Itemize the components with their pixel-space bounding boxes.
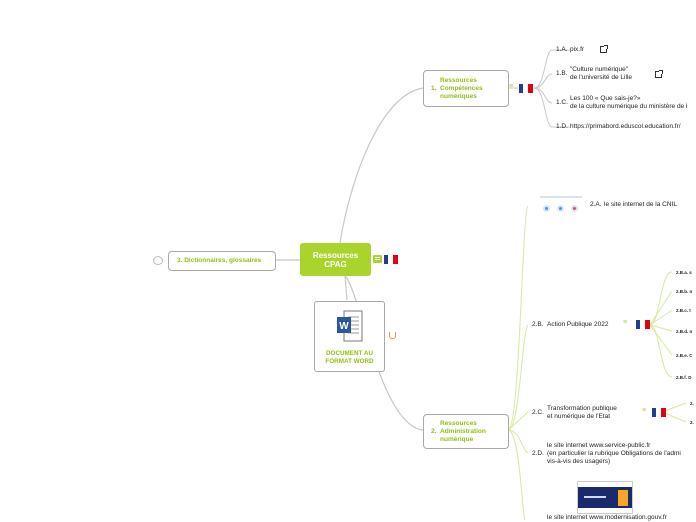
- sub-2be[interactable]: 2.B.e. C: [676, 353, 693, 358]
- branch-competences-line2: Compétences: [440, 85, 483, 93]
- collapse-toggle-icon[interactable]: [153, 256, 163, 265]
- branch-dictionnaires-label: 3. Dictionnaires, glossaires: [177, 257, 261, 265]
- word-document-node[interactable]: W DOCUMENT AU FORMAT WORD: [314, 301, 385, 372]
- item-2b-label[interactable]: Action Publique 2022: [547, 321, 608, 329]
- sub-2c-2[interactable]: 2.: [690, 420, 694, 425]
- item-2d-num: 2.D.: [532, 450, 544, 458]
- item-2d-line2: (en particulier la rubrique Obligations …: [547, 450, 681, 458]
- cnil-thumbnail-image: [540, 196, 582, 218]
- word-doc-label-line1: DOCUMENT AU: [315, 350, 384, 358]
- item-1b-num: 1.B.: [556, 70, 568, 78]
- note-icon[interactable]: [373, 255, 382, 263]
- item-1b-line1: "Culture numérique": [570, 66, 628, 74]
- branch-administration[interactable]: Ressources 2. Administration numérique: [423, 414, 509, 449]
- item-2c-num: 2.C.: [532, 409, 544, 417]
- word-icon: W: [336, 310, 364, 342]
- item-2a-num: 2.A.: [590, 201, 602, 209]
- modernisation-thumbnail-image: [577, 481, 633, 514]
- item-1d-link[interactable]: https://primabord.eduscol.education.fr/: [570, 123, 681, 131]
- item-1c-num: 1.C.: [556, 99, 568, 107]
- branch-competences-num: 1.: [431, 85, 436, 93]
- french-flag-icon: [636, 320, 650, 329]
- item-2a-label[interactable]: le site internet de la CNIL: [604, 201, 677, 209]
- branch-administration-line2: Administration: [440, 428, 486, 436]
- attachment-icon[interactable]: [389, 332, 396, 339]
- branch-competences[interactable]: Ressources 1. Compétences numériques: [423, 70, 509, 107]
- list-icon: ≡: [642, 409, 652, 412]
- link-root-word: [345, 276, 347, 300]
- french-flag-icon: [519, 84, 533, 93]
- sub-2ba[interactable]: 2.B.a. s: [676, 270, 692, 275]
- external-link-icon[interactable]: [600, 46, 607, 53]
- french-flag-icon: [384, 255, 398, 264]
- item-1c-line1: Les 100 « Que sais-je?»: [570, 95, 640, 103]
- list-icon: ≡: [623, 321, 633, 324]
- root-title-line2: CPAG: [324, 260, 347, 269]
- branch-dictionnaires[interactable]: 3. Dictionnaires, glossaires: [168, 251, 276, 271]
- item-1b-line2: de l'université de Lille: [570, 74, 632, 82]
- branch-administration-line3: numérique: [440, 436, 473, 444]
- sub-2bc[interactable]: 2.B.c. t: [676, 308, 691, 313]
- link-root-competences: [340, 88, 423, 243]
- item-2c-line1: Transformation publique: [547, 405, 617, 413]
- item-1a-link[interactable]: pix.fr: [570, 46, 584, 54]
- item-2d-line1[interactable]: le site internet www.service-public.fr: [547, 442, 650, 450]
- item-1a-num: 1.A.: [556, 46, 568, 54]
- word-doc-label-line2: FORMAT WORD: [315, 358, 384, 366]
- branch-administration-num: 2.: [431, 428, 436, 436]
- sub-2bb[interactable]: 2.B.b. n: [676, 289, 692, 294]
- external-link-icon[interactable]: [655, 71, 662, 78]
- sub-2bf[interactable]: 2.B.f. D: [676, 375, 692, 380]
- item-1c-line2: de la culture numérique du ministère de …: [570, 103, 687, 111]
- list-icon: ≡: [509, 85, 516, 88]
- sub-2bd[interactable]: 2.B.d. n: [676, 329, 692, 334]
- item-1d-num: 1.D.: [556, 123, 568, 131]
- sub-2c-1[interactable]: 2.: [690, 401, 694, 406]
- item-2d-line3: vis-à-vis des usagers): [547, 458, 610, 466]
- svg-text:W: W: [339, 321, 349, 332]
- root-node[interactable]: Ressources CPAG: [300, 243, 371, 276]
- branch-administration-line1: Ressources: [440, 420, 477, 428]
- item-2e-label[interactable]: le site internet www.modernisation.gouv.…: [547, 514, 667, 522]
- root-title-line1: Ressources: [313, 251, 358, 260]
- branch-competences-line1: Ressources: [440, 77, 477, 85]
- french-flag-icon: [652, 408, 666, 417]
- item-2b-num: 2.B.: [532, 321, 544, 329]
- branch-competences-line3: numériques: [440, 93, 477, 101]
- item-2c-line2: et numérique de l'Etat: [547, 413, 610, 421]
